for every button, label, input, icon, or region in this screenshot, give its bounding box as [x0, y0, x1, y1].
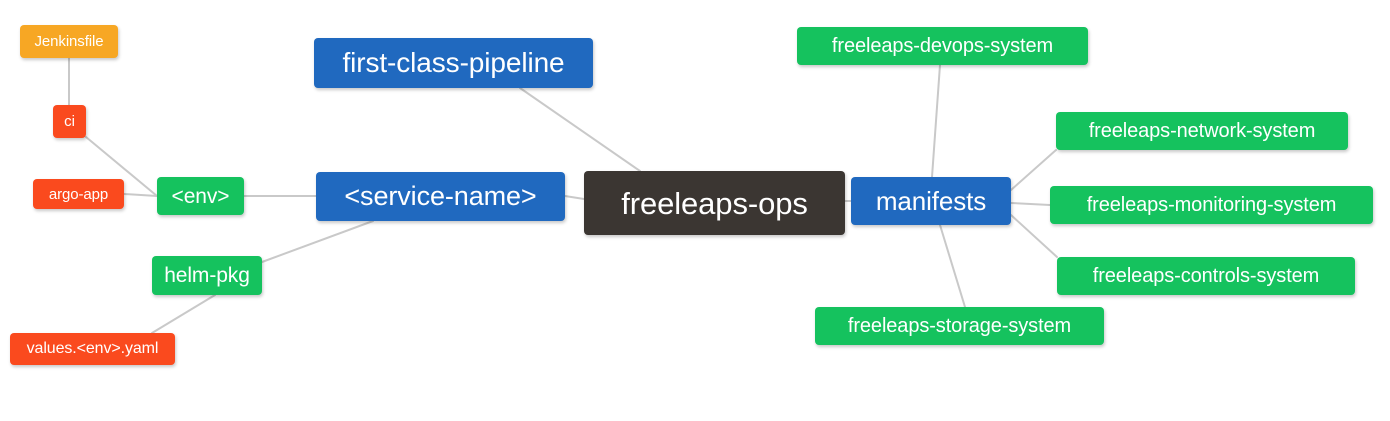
- node-freeleaps-storage-system[interactable]: freeleaps-storage-system: [815, 307, 1104, 345]
- edge-service-name-to-freeleaps-ops: [564, 195, 585, 200]
- edge-values-yaml-to-helm-pkg: [151, 294, 216, 334]
- node-freeleaps-ops[interactable]: freeleaps-ops: [584, 171, 845, 235]
- node-freeleaps-monitoring-system[interactable]: freeleaps-monitoring-system: [1050, 186, 1373, 224]
- edge-argo-app-to-env: [123, 193, 158, 197]
- node-service-name[interactable]: <service-name>: [316, 172, 565, 221]
- node-jenkinsfile[interactable]: Jenkinsfile: [20, 25, 118, 58]
- node-manifests[interactable]: manifests: [851, 177, 1011, 225]
- node-env[interactable]: <env>: [157, 177, 244, 215]
- node-freeleaps-devops-system[interactable]: freeleaps-devops-system: [797, 27, 1088, 65]
- node-ci[interactable]: ci: [53, 105, 86, 138]
- edge-manifests-to-freeleaps-storage-system: [939, 224, 966, 308]
- edge-helm-pkg-to-service-name: [261, 220, 374, 263]
- node-freeleaps-network-system[interactable]: freeleaps-network-system: [1056, 112, 1348, 150]
- edge-manifests-to-freeleaps-monitoring-system: [1010, 202, 1051, 206]
- node-argo-app[interactable]: argo-app: [33, 179, 124, 209]
- node-values-yaml[interactable]: values.<env>.yaml: [10, 333, 175, 365]
- edge-manifests-to-freeleaps-devops-system: [931, 64, 941, 178]
- node-first-class-pipeline[interactable]: first-class-pipeline: [314, 38, 593, 88]
- node-freeleaps-controls-system[interactable]: freeleaps-controls-system: [1057, 257, 1355, 295]
- edge-manifests-to-freeleaps-network-system: [1010, 149, 1057, 191]
- node-helm-pkg[interactable]: helm-pkg: [152, 256, 262, 295]
- edge-first-class-pipeline-to-freeleaps-ops: [519, 87, 641, 172]
